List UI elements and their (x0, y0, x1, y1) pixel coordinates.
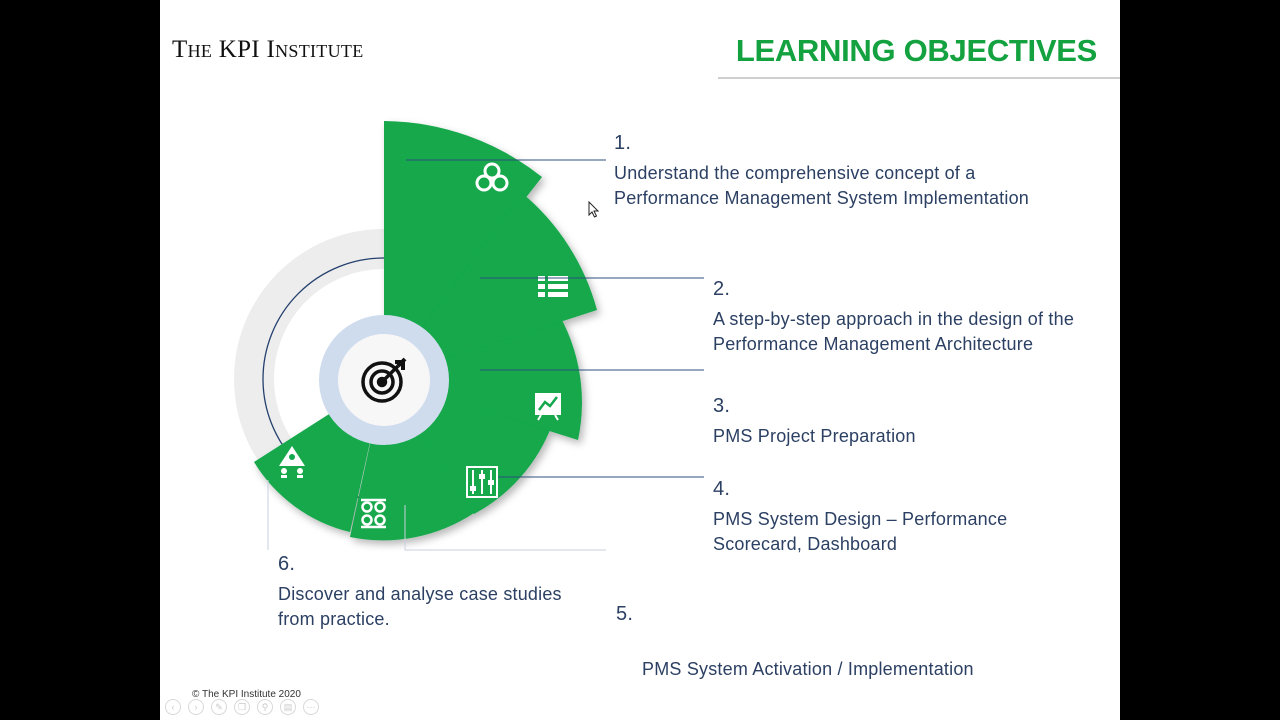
objective-5: 5. PMS System Activation / Implementatio… (616, 552, 1036, 707)
objective-number: 1. (614, 132, 632, 154)
next-icon[interactable]: › (188, 699, 204, 715)
connector-lines (267, 159, 704, 551)
objective-number: 5. (616, 603, 634, 625)
venn-circles-icon (475, 162, 509, 192)
pen-icon[interactable]: ✎ (211, 699, 227, 715)
copyright: © The KPI Institute 2020 (192, 689, 301, 700)
objective-text: PMS System Activation / Implementation (636, 659, 974, 679)
objective-number: 6. (278, 553, 296, 575)
sliders-icon (466, 466, 498, 498)
gears-icon (361, 498, 386, 529)
objective-number: 2. (713, 278, 731, 300)
brand-word-the: The (172, 36, 213, 63)
title-underline (718, 77, 1120, 79)
objective-text: PMS System Design – Performance Scorecar… (713, 509, 1008, 554)
mouse-cursor-icon (588, 201, 600, 218)
slide-player-controls: ‹ › ✎ ❐ ⚲ ▤ ⋯ (165, 699, 319, 715)
copy-icon[interactable]: ❐ (234, 699, 250, 715)
brand-logo: The KPI Institute (172, 36, 364, 64)
objectives-diagram (234, 121, 704, 551)
list-icon (538, 276, 568, 297)
segment-2[interactable] (384, 193, 597, 379)
objective-number: 3. (713, 395, 731, 417)
objective-2: 2. A step-by-step approach in the design… (713, 277, 1103, 357)
prev-icon[interactable]: ‹ (165, 699, 181, 715)
objective-3: 3. PMS Project Preparation (713, 394, 1093, 449)
brand-word-institute: Institute (266, 36, 364, 63)
subtitles-icon[interactable]: ▤ (280, 699, 296, 715)
zoom-icon[interactable]: ⚲ (257, 699, 273, 715)
segment-1[interactable] (384, 121, 542, 379)
objective-text: Discover and analyse case studies from p… (278, 584, 562, 629)
objective-6: 6. Discover and analyse case studies fro… (278, 552, 598, 632)
objective-text: PMS Project Preparation (713, 426, 916, 446)
slide: The KPI Institute LEARNING OBJECTIVES (160, 0, 1120, 720)
pyramid-people-icon (279, 446, 305, 478)
objective-text: A step-by-step approach in the design of… (713, 309, 1075, 354)
slide-title: LEARNING OBJECTIVES (735, 33, 1097, 68)
objective-1: 1. Understand the comprehensive concept … (614, 131, 1034, 211)
objective-text: Understand the comprehensive concept of … (614, 163, 1029, 208)
more-icon[interactable]: ⋯ (303, 699, 319, 715)
brand-word-kpi: KPI (218, 36, 260, 63)
connector-5 (404, 505, 606, 551)
objective-4: 4. PMS System Design – Performance Score… (713, 477, 1053, 557)
chart-board-icon (535, 393, 561, 421)
objective-number: 4. (713, 478, 731, 500)
target-icon (361, 357, 407, 403)
